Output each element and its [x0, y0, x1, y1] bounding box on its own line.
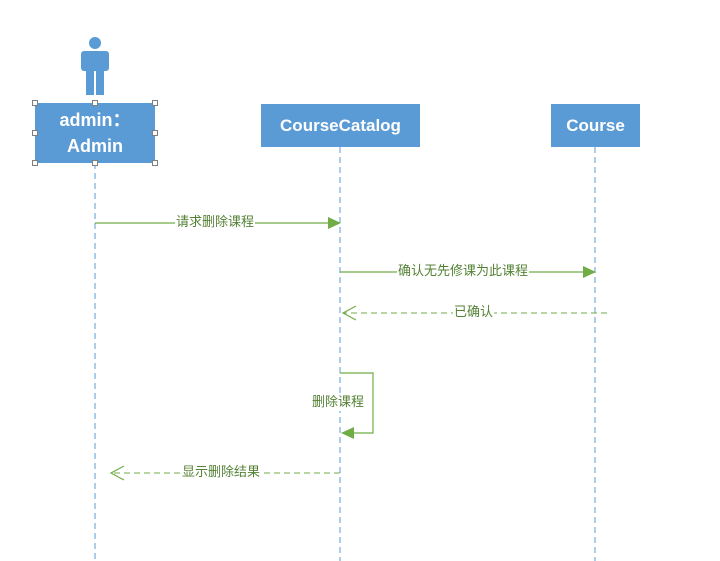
selection-handle-top-right[interactable] [152, 100, 158, 106]
selection-handle-bottom-middle[interactable] [92, 160, 98, 166]
selection-handle-bottom-right[interactable] [152, 160, 158, 166]
participant-course-label: Course [566, 115, 625, 135]
participant-admin-name: admin： [59, 110, 131, 130]
message-4-line [340, 372, 374, 434]
participant-coursecatalog[interactable]: CourseCatalog [261, 104, 420, 147]
message-4-arrowhead [341, 427, 354, 439]
selection-handle-top-left[interactable] [32, 100, 38, 106]
selection-handle-top-middle[interactable] [92, 100, 98, 106]
participant-admin-type: Admin [67, 136, 123, 156]
message-1-label: 请求删除课程 [175, 215, 256, 231]
selection-handle-bottom-left[interactable] [32, 160, 38, 166]
message-2-label: 确认无先修课为此课程 [397, 264, 530, 280]
selection-handle-middle-left[interactable] [32, 130, 38, 136]
actor-icon [81, 37, 109, 95]
message-5-arrowhead [109, 465, 125, 481]
participant-coursecatalog-label: CourseCatalog [280, 115, 401, 135]
message-4-label: 删除课程 [311, 395, 366, 411]
message-3-label: 已确认 [453, 305, 495, 321]
participant-admin[interactable]: admin： Admin [35, 103, 155, 163]
message-5-label: 显示删除结果 [181, 465, 262, 481]
participant-course[interactable]: Course [551, 104, 640, 147]
message-3-arrowhead [341, 305, 357, 321]
message-1-arrowhead [328, 217, 341, 229]
message-2-arrowhead [583, 266, 596, 278]
selection-handle-middle-right[interactable] [152, 130, 158, 136]
